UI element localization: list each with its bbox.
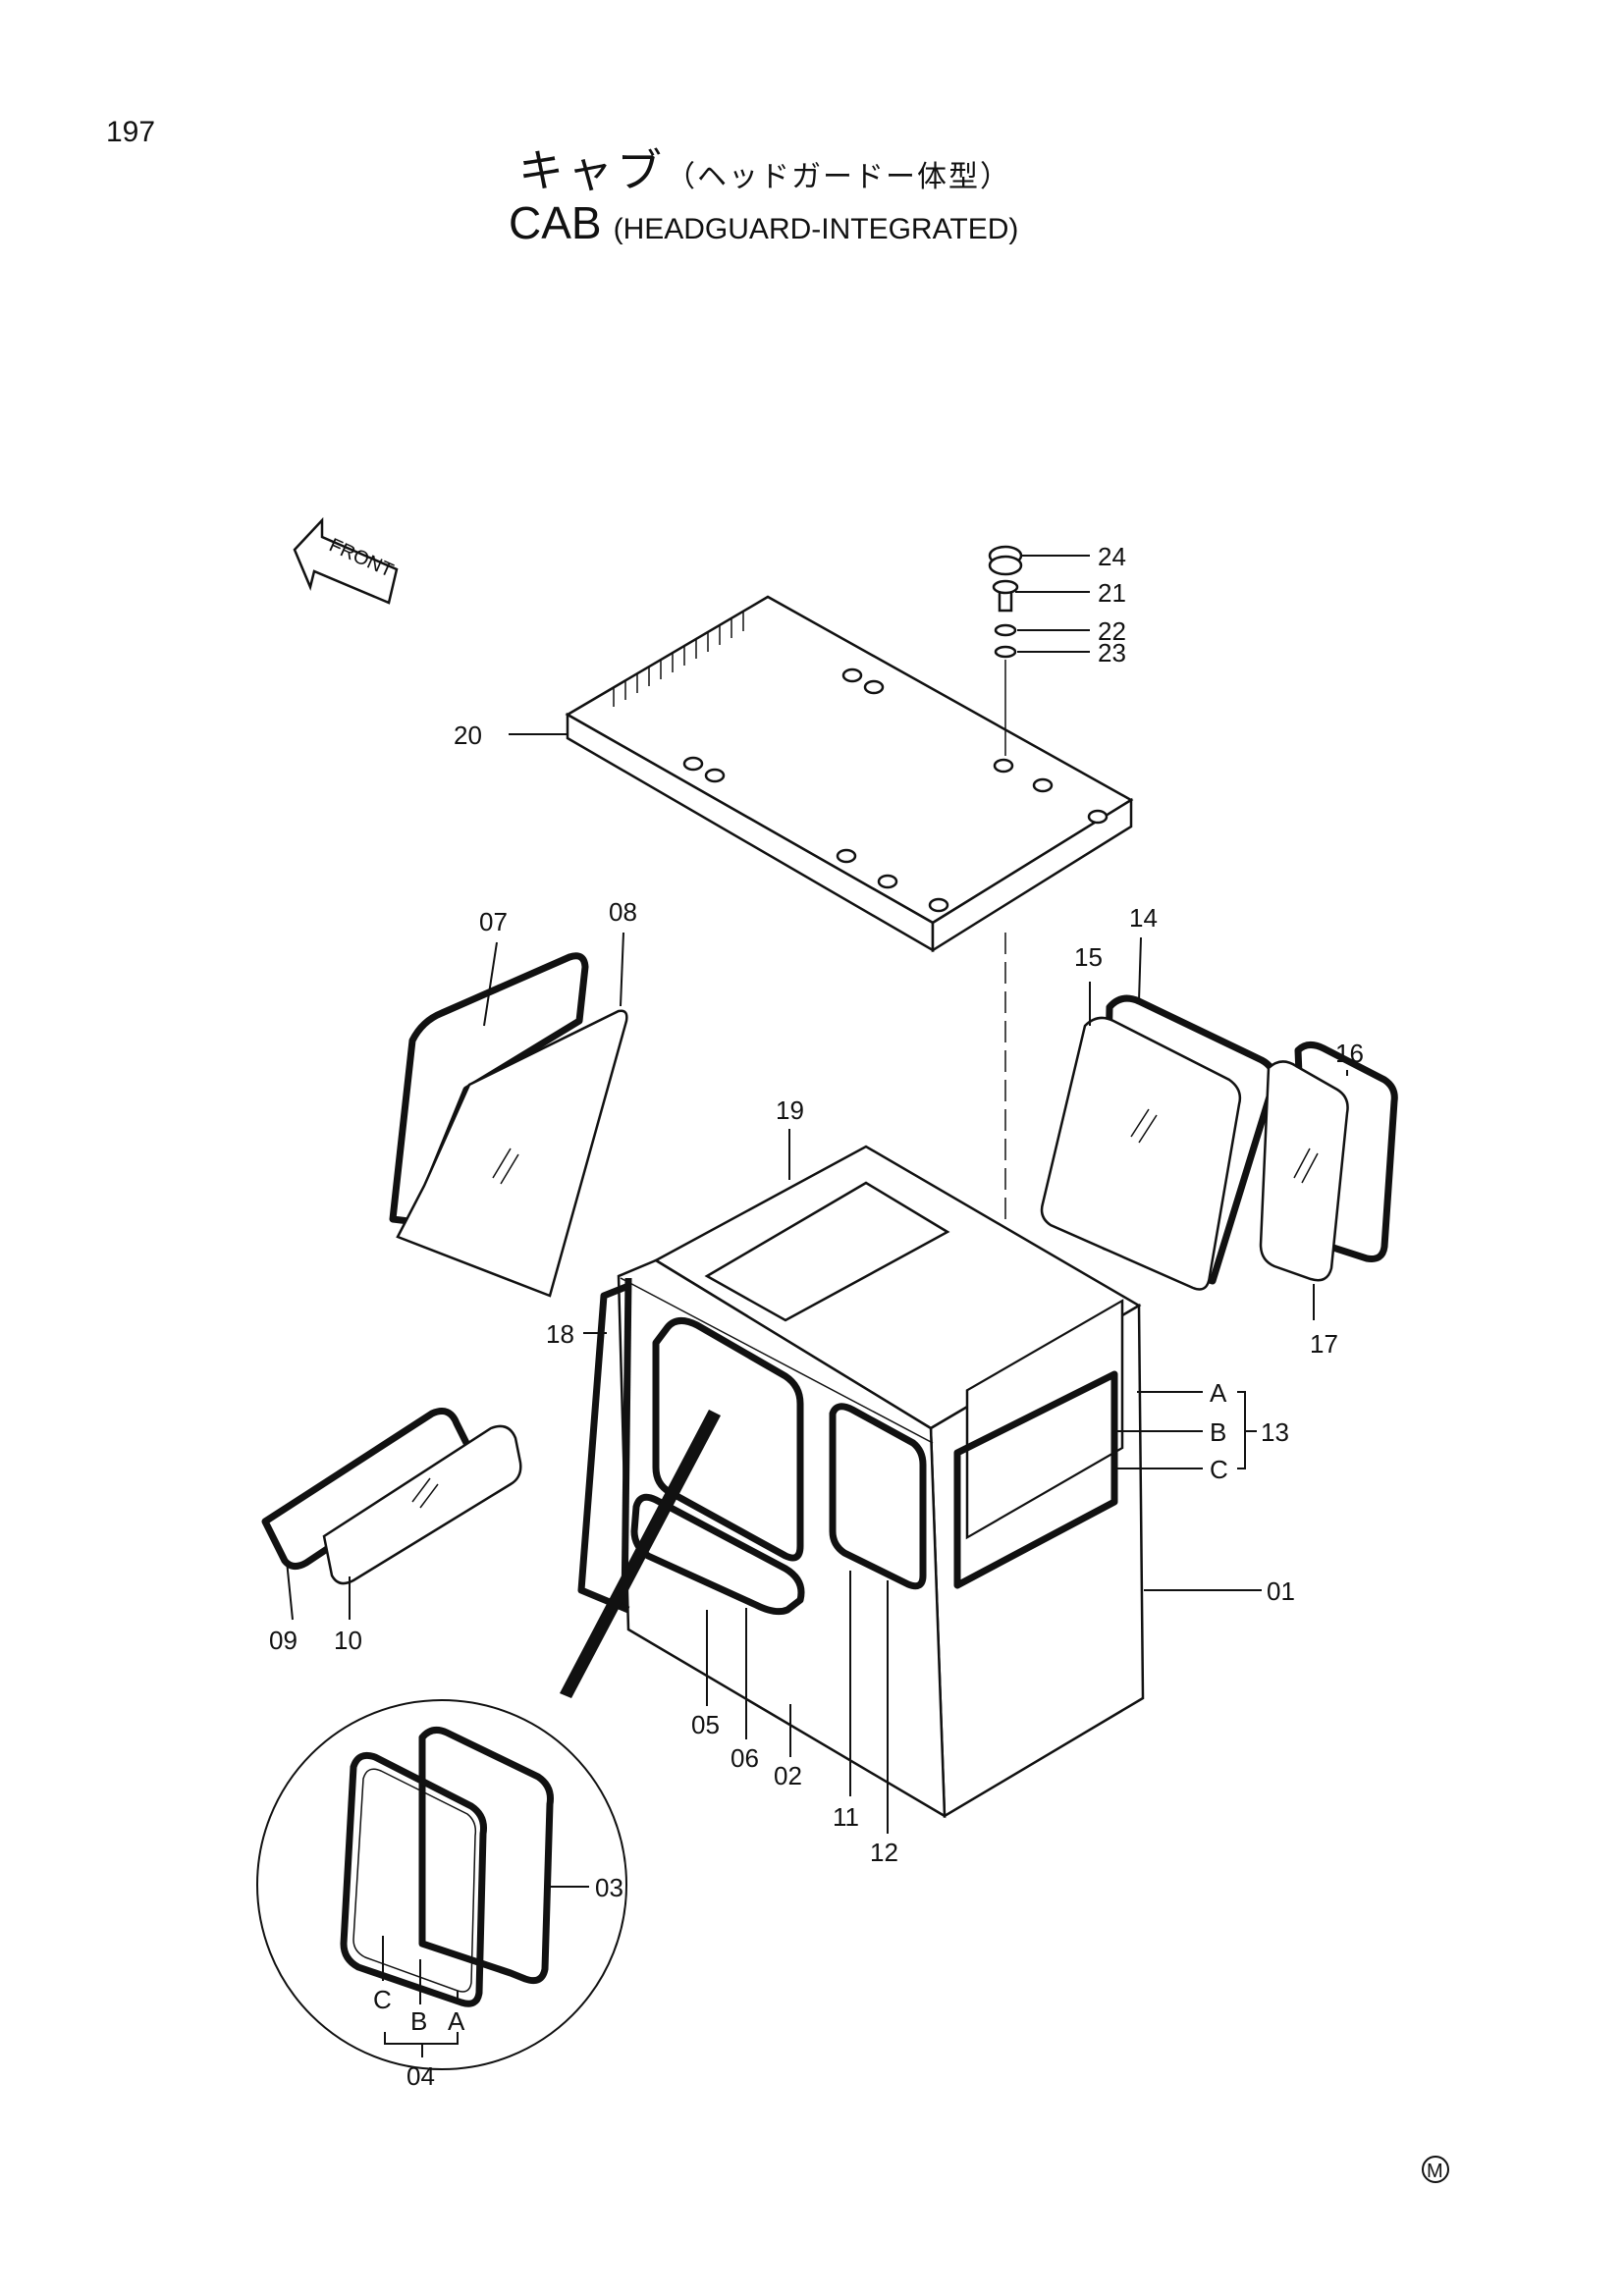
title-en-sub: (HEADGUARD-INTEGRATED): [613, 213, 1019, 245]
roof-panel: [565, 595, 1134, 953]
callout-19: 19: [776, 1095, 804, 1125]
callout-12: 12: [870, 1838, 898, 1867]
callout-07: 07: [479, 907, 508, 936]
callout-04-b: B: [410, 2006, 427, 2036]
callout-13-a: A: [1210, 1378, 1227, 1408]
m-mark-label: M: [1427, 2161, 1443, 2182]
callout-14: 14: [1129, 903, 1158, 933]
callout-04-c: C: [373, 1985, 392, 2014]
callout-22: 22: [1098, 616, 1126, 646]
callout-17: 17: [1310, 1329, 1338, 1359]
title-japanese: キャブ（ヘッドガードー体型）: [518, 135, 1011, 200]
callout-04-a: A: [448, 2006, 465, 2036]
callout-01: 01: [1267, 1576, 1295, 1606]
callout-13: 13: [1261, 1417, 1289, 1447]
cab-body: [617, 1145, 1145, 1819]
callout-03: 03: [595, 1873, 623, 1902]
title-jp-main: キャブ: [518, 144, 666, 197]
callout-21: 21: [1098, 578, 1126, 608]
front-arrow-icon: FRONT: [293, 516, 399, 605]
callout-15: 15: [1074, 942, 1103, 972]
callout-02: 02: [774, 1761, 802, 1790]
callout-10: 10: [334, 1626, 362, 1655]
page-number: 197: [106, 116, 156, 148]
callout-13-c: C: [1210, 1455, 1228, 1484]
title-english: CAB (HEADGUARD-INTEGRATED): [509, 196, 1018, 249]
left-side-glass: [389, 952, 628, 1298]
callout-05: 05: [691, 1710, 720, 1739]
callout-04: 04: [406, 2061, 435, 2091]
callout-18: 18: [546, 1319, 574, 1349]
callout-08: 08: [609, 897, 637, 927]
title-en-main: CAB: [509, 197, 602, 248]
title-jp-sub: （ヘッドガードー体型）: [666, 160, 1011, 194]
leader-lines: [286, 555, 1348, 2057]
roof-fasteners: [988, 545, 1023, 1247]
callout-13-b: B: [1210, 1417, 1226, 1447]
m-mark-icon: M: [1422, 2156, 1449, 2183]
detail-circle: [256, 1410, 721, 2070]
handrail: [577, 1282, 630, 1614]
callout-20: 20: [454, 721, 482, 750]
callout-24: 24: [1098, 542, 1126, 571]
callout-06: 06: [731, 1743, 759, 1773]
callout-16: 16: [1335, 1039, 1364, 1068]
door-glass: [630, 1317, 1118, 1616]
callout-09: 09: [269, 1626, 298, 1655]
callout-23: 23: [1098, 638, 1126, 667]
front-lower-glass: [261, 1408, 522, 1585]
callout-11: 11: [833, 1802, 859, 1832]
right-side-glass: [1040, 994, 1398, 1291]
